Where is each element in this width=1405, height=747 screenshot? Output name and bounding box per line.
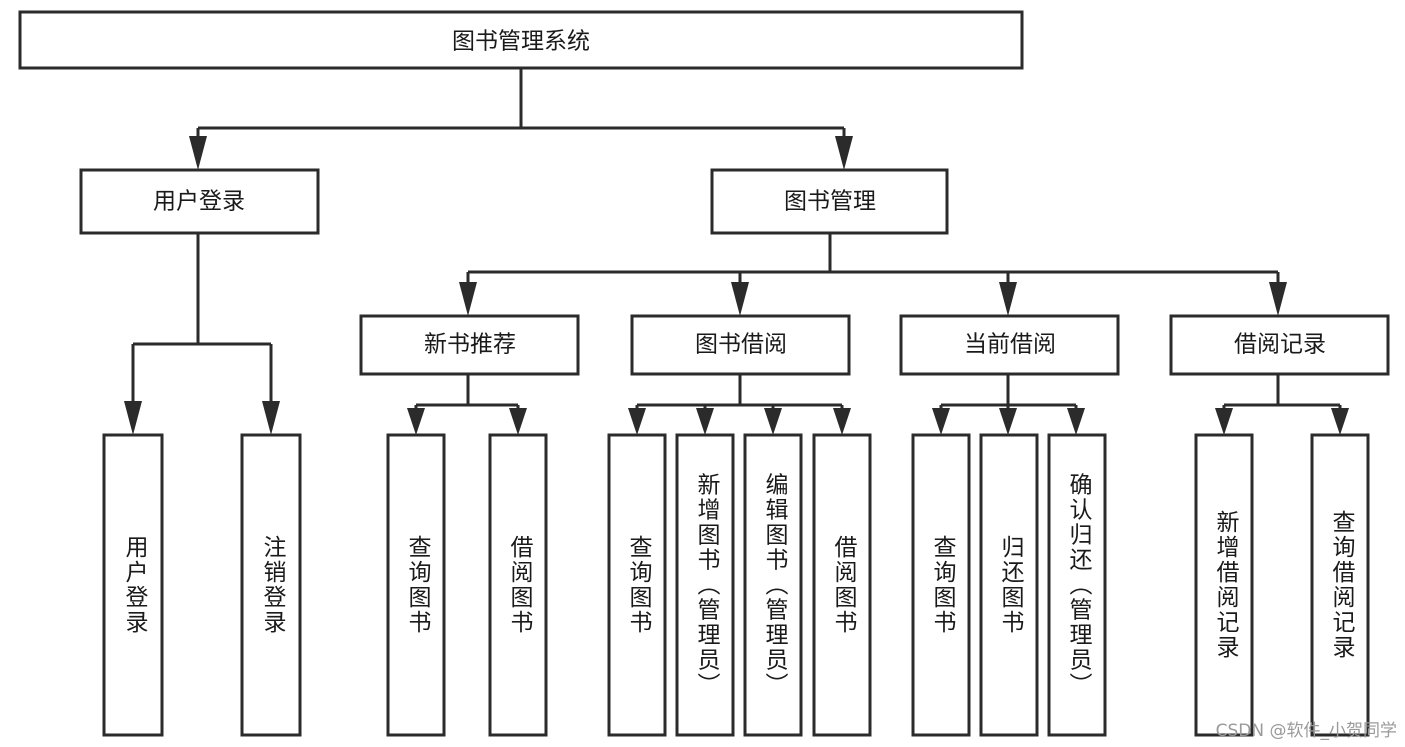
- connector-newbook-to-leaves: [407, 374, 527, 435]
- node-book-borrow[interactable]: 图书借阅: [630, 314, 851, 376]
- node-new-book-recommend[interactable]: 新书推荐: [359, 314, 580, 376]
- arrow-head-icon: [262, 401, 280, 435]
- node-root-system[interactable]: 图书管理系统: [18, 10, 1024, 70]
- arrow-head-icon: [628, 408, 646, 435]
- node-book-management[interactable]: 图书管理: [710, 168, 949, 235]
- node-current-borrow[interactable]: 当前借阅: [899, 314, 1120, 376]
- connector-root-to-level2: [189, 68, 853, 170]
- node-leaf-borrow-borrow[interactable]: 借阅图书: [812, 433, 872, 737]
- node-leaf-borrow-add[interactable]: 新增图书（管理员）: [675, 433, 735, 737]
- node-leaf-user-login-logout[interactable]: 注销登录: [240, 433, 302, 737]
- node-leaf-current-query[interactable]: 查询图书: [911, 433, 971, 737]
- node-label-current-borrow: 当前借阅: [964, 332, 1056, 358]
- node-label-leaf-borrow-query: 查询图书: [625, 535, 653, 635]
- node-label-leaf-current-query: 查询图书: [929, 535, 957, 635]
- node-label-leaf-current-confirm-return: 确认归还（管理员）: [1065, 473, 1093, 698]
- connector-currentborrow-to-leaves: [932, 374, 1085, 435]
- node-label-book-management: 图书管理: [784, 189, 876, 215]
- connector-borrowrecord-to-leaves: [1215, 374, 1349, 435]
- node-label-leaf-borrow-borrow: 借阅图书: [830, 535, 858, 635]
- node-label-new-book-recommend: 新书推荐: [424, 332, 516, 358]
- arrow-head-icon: [999, 408, 1017, 435]
- node-label-leaf-user-logout: 注销登录: [259, 535, 287, 635]
- arrow-head-icon: [1215, 408, 1233, 435]
- node-label-root: 图书管理系统: [452, 29, 590, 55]
- connector-userlogin-to-leaves: [124, 233, 280, 435]
- arrow-head-icon: [1067, 408, 1085, 435]
- arrow-head-icon: [932, 408, 950, 435]
- node-label-leaf-record-query: 查询借阅记录: [1328, 510, 1356, 660]
- node-label-user-login: 用户登录: [153, 189, 245, 215]
- connector-bookborrow-to-leaves: [628, 374, 851, 435]
- arrow-head-icon: [833, 408, 851, 435]
- node-label-leaf-current-return: 归还图书: [997, 535, 1025, 635]
- node-leaf-newbook-query[interactable]: 查询图书: [386, 433, 446, 737]
- node-label-leaf-record-add: 新增借阅记录: [1212, 510, 1240, 660]
- node-borrow-record[interactable]: 借阅记录: [1169, 314, 1390, 376]
- node-leaf-current-confirm-return[interactable]: 确认归还（管理员）: [1047, 433, 1107, 737]
- node-label-borrow-record: 借阅记录: [1234, 332, 1326, 358]
- arrow-head-icon: [999, 282, 1017, 316]
- arrow-head-icon: [764, 408, 782, 435]
- arrow-head-icon: [731, 282, 749, 316]
- node-leaf-current-return[interactable]: 归还图书: [979, 433, 1039, 737]
- arrow-head-icon: [835, 136, 853, 170]
- node-leaf-record-query[interactable]: 查询借阅记录: [1310, 433, 1370, 737]
- arrow-head-icon: [696, 408, 714, 435]
- node-leaf-borrow-edit[interactable]: 编辑图书（管理员）: [743, 433, 803, 737]
- node-user-login[interactable]: 用户登录: [79, 168, 320, 235]
- node-label-leaf-user-login: 用户登录: [121, 535, 149, 635]
- node-leaf-user-login-login[interactable]: 用户登录: [102, 433, 164, 737]
- node-leaf-newbook-borrow[interactable]: 借阅图书: [488, 433, 548, 737]
- node-label-leaf-newbook-query: 查询图书: [404, 535, 432, 635]
- arrow-head-icon: [459, 282, 477, 316]
- arrow-head-icon: [124, 401, 142, 435]
- arrow-head-icon: [189, 136, 207, 170]
- node-label-leaf-borrow-add: 新增图书（管理员）: [693, 473, 721, 698]
- arrow-head-icon: [1269, 282, 1287, 316]
- node-leaf-record-add[interactable]: 新增借阅记录: [1194, 433, 1254, 737]
- connector-bookmgmt-to-level3: [459, 233, 1287, 316]
- arrow-head-icon: [1331, 408, 1349, 435]
- node-leaf-borrow-query[interactable]: 查询图书: [607, 433, 667, 737]
- node-label-book-borrow: 图书借阅: [695, 332, 787, 358]
- arrow-head-icon: [407, 408, 425, 435]
- node-label-leaf-borrow-edit: 编辑图书（管理员）: [761, 473, 789, 698]
- arrow-head-icon: [509, 408, 527, 435]
- node-label-leaf-newbook-borrow: 借阅图书: [506, 535, 534, 635]
